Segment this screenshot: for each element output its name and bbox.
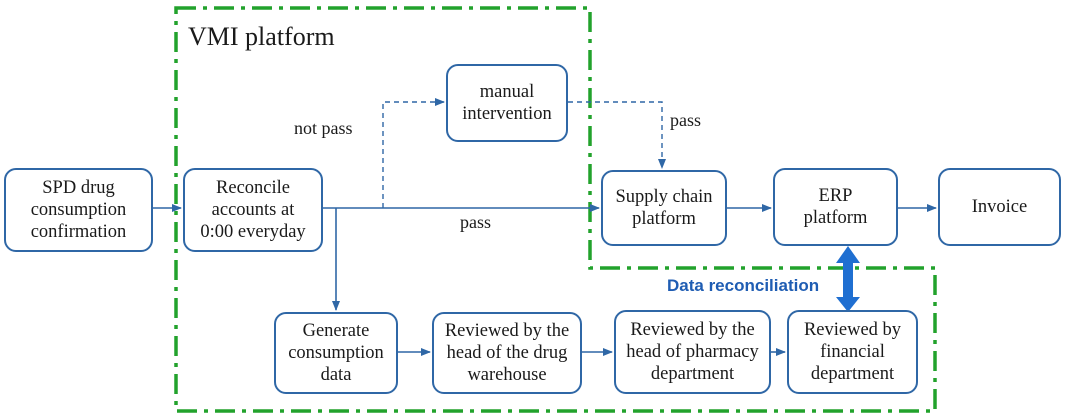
supply-chain-platform-label: Supply chain platform <box>615 186 713 229</box>
data-reconciliation-label: Data reconciliation <box>667 276 820 295</box>
reviewed-warehouse-node: Reviewed by the head of the drug warehou… <box>432 312 582 394</box>
pass-label-top: pass <box>670 110 701 130</box>
reconcile-accounts-label: Reconcile accounts at 0:00 everyday <box>200 177 306 243</box>
invoice-node: Invoice <box>938 168 1061 246</box>
reconcile-accounts-node: Reconcile accounts at 0:00 everyday <box>183 168 323 252</box>
arrow-manual-to-supply-chain <box>568 101 666 169</box>
reviewed-pharmacy-node: Reviewed by the head of pharmacy departm… <box>614 310 771 394</box>
manual-intervention-label: manual intervention <box>462 81 552 124</box>
erp-platform-label: ERP platform <box>803 185 868 228</box>
arrow-not-pass-to-manual <box>382 98 445 208</box>
manual-intervention-node: manual intervention <box>446 64 568 142</box>
reviewed-financial-node: Reviewed by financial department <box>787 310 918 394</box>
reviewed-warehouse-label: Reviewed by the head of the drug warehou… <box>444 320 570 386</box>
data-reconciliation-double-arrow <box>836 246 860 312</box>
spd-drug-consumption-node: SPD drug consumption confirmation <box>4 168 153 252</box>
invoice-label: Invoice <box>971 196 1028 217</box>
vmi-platform-boundary <box>174 6 937 413</box>
reviewed-pharmacy-label: Reviewed by the head of pharmacy departm… <box>626 319 759 385</box>
supply-chain-platform-node: Supply chain platform <box>601 170 727 246</box>
reviewed-financial-label: Reviewed by financial department <box>803 319 902 385</box>
vmi-platform-title: VMI platform <box>188 22 335 51</box>
generate-consumption-label: Generate consumption data <box>288 320 384 386</box>
not-pass-label: not pass <box>294 118 353 138</box>
erp-platform-node: ERP platform <box>773 168 898 246</box>
spd-drug-consumption-label: SPD drug consumption confirmation <box>30 177 127 243</box>
pass-label-middle: pass <box>460 212 491 232</box>
generate-consumption-node: Generate consumption data <box>274 312 398 394</box>
